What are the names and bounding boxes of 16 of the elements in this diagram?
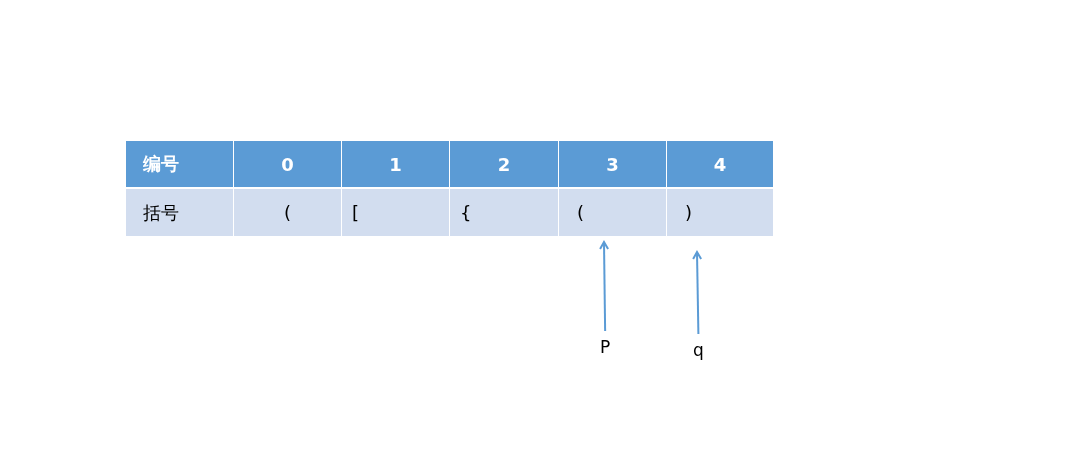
table-cell: { [450,189,558,236]
row-header-cell: 编号 [126,141,233,187]
column-header-cell: 3 [559,141,666,187]
pointer-label: P [600,337,611,357]
table-cell: ( [559,189,666,236]
column-header-cell: 1 [342,141,449,187]
column-header-cell: 0 [234,141,341,187]
column-header-cell: 2 [450,141,558,187]
table-cell: [ [342,189,449,236]
column-header-cell: 4 [667,141,773,187]
pointer-arrow [692,251,703,335]
table-cell: ) [667,189,773,236]
pointer-label: q [693,340,704,360]
row-header-cell: 括号 [126,189,233,236]
table-cell: ( [234,189,341,236]
pointer-arrow [599,241,610,332]
